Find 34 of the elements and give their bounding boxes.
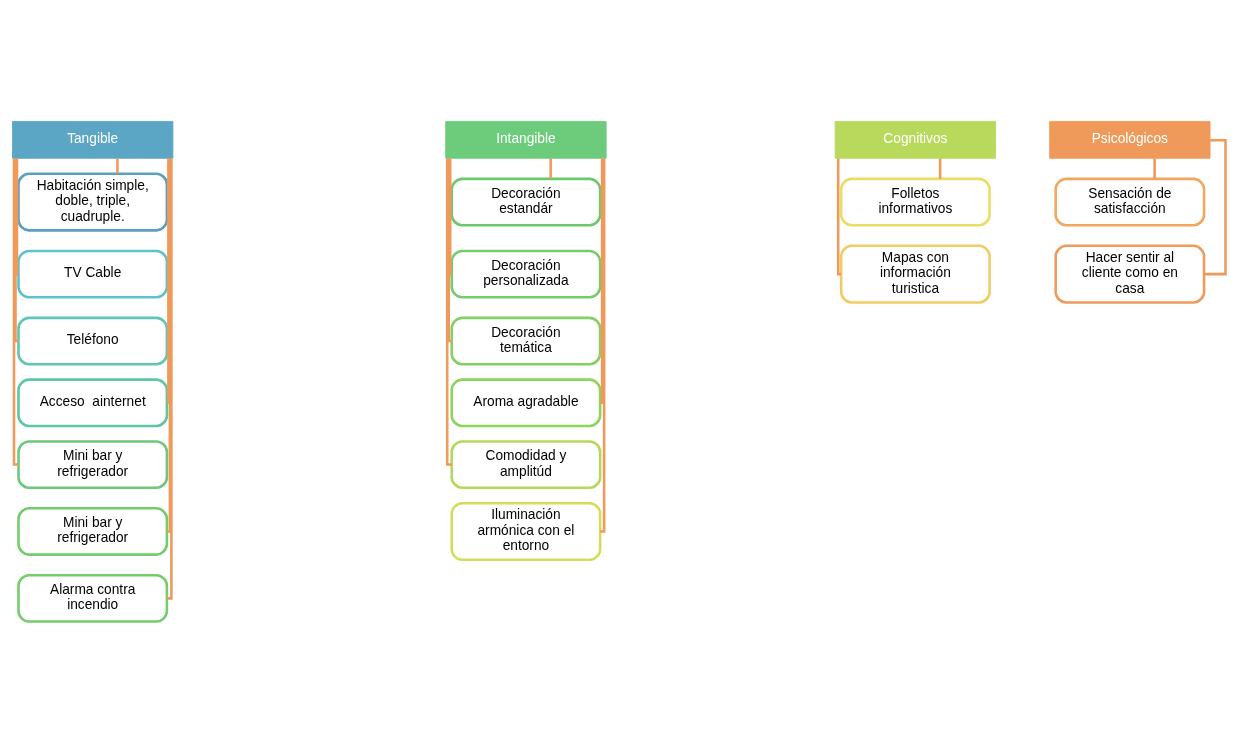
node-box: Folletos informativos bbox=[839, 177, 991, 226]
connector bbox=[15, 158, 20, 275]
connector bbox=[447, 157, 452, 342]
node-box: Mini bar y refrigerador bbox=[17, 506, 169, 556]
node-box: Mini bar y refrigerador bbox=[17, 439, 169, 489]
connector bbox=[166, 158, 172, 533]
node-box: Acceso ainternet bbox=[17, 377, 169, 427]
connector bbox=[938, 158, 942, 179]
node-box: Alarma contra incendio bbox=[17, 573, 169, 623]
node-box: Mapas con información turistica bbox=[839, 244, 991, 304]
connector bbox=[448, 158, 453, 275]
connector bbox=[14, 157, 19, 342]
node-box: Cognitivos bbox=[834, 120, 997, 159]
connector bbox=[599, 157, 604, 404]
node-box: Habitación simple, doble, triple, cuadruple. bbox=[17, 171, 169, 232]
node-box: Intangible bbox=[445, 120, 607, 159]
connector bbox=[549, 158, 552, 179]
connector bbox=[445, 158, 452, 466]
node-box: Tangible bbox=[12, 120, 174, 159]
node-box: Comodidad y amplitúd bbox=[450, 439, 602, 489]
node-box: Aroma agradable bbox=[450, 377, 602, 427]
connector bbox=[836, 158, 842, 275]
node-box: Decoración estandár bbox=[450, 177, 602, 226]
node-box: Teléfono bbox=[17, 316, 169, 365]
connector bbox=[116, 158, 119, 174]
connector bbox=[166, 157, 170, 404]
node-box: Decoración temática bbox=[450, 316, 602, 365]
node-box: Psicológicos bbox=[1049, 120, 1211, 159]
node-box: Decoración personalizada bbox=[450, 249, 602, 299]
node-box: TV Cable bbox=[17, 249, 169, 299]
node-box: Hacer sentir al cliente como en casa bbox=[1054, 244, 1206, 304]
connector bbox=[1153, 158, 1156, 179]
node-box: Sensación de satisfacción bbox=[1054, 177, 1206, 226]
node-box: Iluminación armónica con el entorno bbox=[450, 501, 602, 561]
